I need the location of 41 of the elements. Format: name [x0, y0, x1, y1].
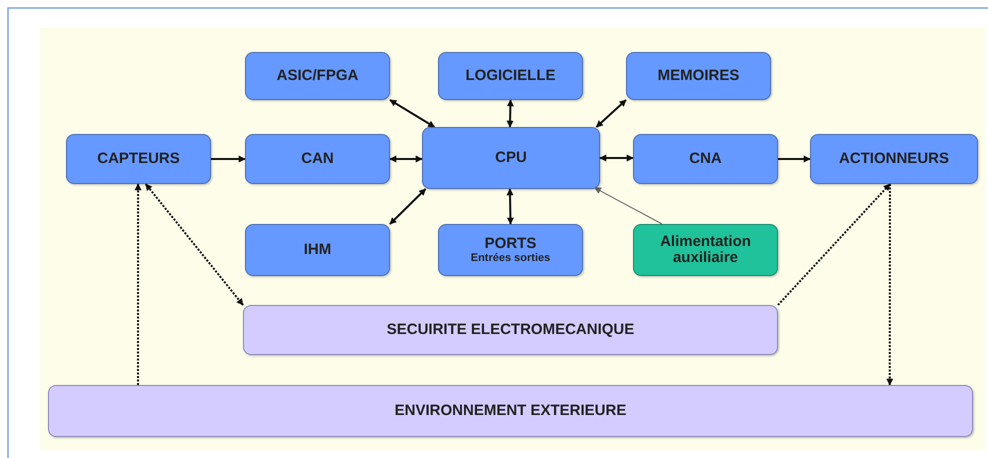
arrow — [506, 99, 514, 128]
arrow — [389, 156, 423, 162]
module-box — [633, 134, 778, 184]
module-box — [438, 52, 583, 100]
arrow — [778, 156, 811, 162]
module-box — [245, 134, 390, 184]
arrow — [594, 187, 662, 224]
node-label: CAN — [301, 150, 334, 168]
node-label: Alimentation auxiliaire — [659, 234, 752, 266]
node-label: ASIC/FPGA — [276, 68, 358, 84]
module-box — [245, 52, 390, 100]
arrow — [506, 188, 514, 225]
node-label: SECUIRITE ELECTROMECANIQUE — [386, 322, 634, 338]
dotted-arrow — [134, 183, 142, 385]
arrow — [596, 99, 627, 128]
dotted-arrow — [886, 184, 894, 386]
layer-band — [243, 305, 778, 355]
node-label: PORTS — [484, 236, 536, 252]
node-label: CNA — [689, 150, 722, 168]
node-label: ACTIONNEURS — [838, 150, 949, 168]
module-box — [626, 52, 771, 100]
power-box — [633, 224, 778, 276]
arrow — [389, 99, 436, 128]
node-label: CAPTEURS — [97, 150, 180, 168]
layer-band — [48, 385, 973, 437]
module-box — [66, 134, 211, 184]
node-label: LOGICIELLE — [466, 68, 556, 84]
node-label: IHM — [304, 242, 332, 258]
node-label: MEMOIRES — [658, 68, 740, 84]
arrow — [389, 188, 426, 225]
arrow — [211, 156, 246, 162]
arrow — [599, 154, 634, 162]
dotted-arrow — [777, 183, 891, 306]
module-box — [422, 127, 600, 189]
module-box — [438, 224, 583, 276]
node-label: ENVIRONNEMENT EXTERIEURE — [394, 402, 626, 420]
dotted-arrow — [144, 183, 244, 306]
module-box — [245, 224, 390, 276]
module-box — [810, 134, 978, 184]
node-label: CPU — [495, 150, 527, 166]
node-sublabel: Entrées sorties — [470, 252, 550, 264]
